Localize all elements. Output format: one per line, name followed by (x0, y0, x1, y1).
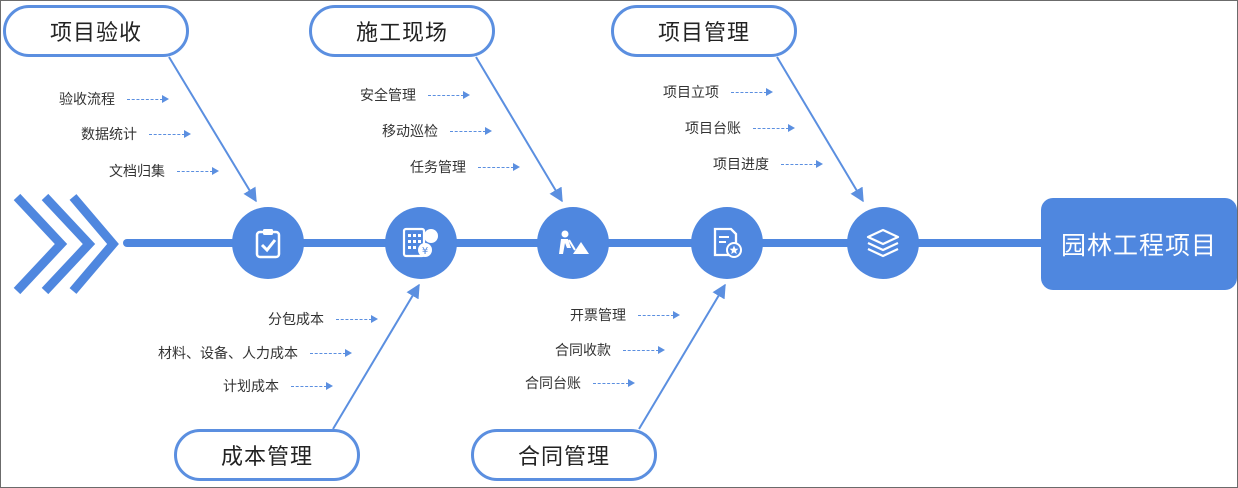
dashed-arrow-icon (781, 159, 823, 168)
item-label: 项目台账 (685, 121, 741, 137)
branch-cost (332, 283, 420, 430)
list-item: 文档归集 (109, 161, 219, 181)
category-project: 项目管理 (611, 5, 797, 57)
list-item: 合同台账 (525, 373, 635, 393)
node-project (847, 207, 919, 279)
node-acceptance (232, 207, 304, 279)
dashed-arrow-icon (593, 378, 635, 387)
category-site: 施工现场 (309, 5, 495, 57)
dashed-arrow-icon (638, 310, 680, 319)
list-item: 数据统计 (81, 124, 191, 144)
category-cost: 成本管理 (174, 429, 360, 481)
branch-contract (638, 283, 726, 430)
list-item: 任务管理 (410, 157, 520, 177)
list-item: 项目进度 (713, 154, 823, 174)
item-label: 合同台账 (525, 376, 581, 392)
item-label: 计划成本 (223, 379, 279, 395)
dashed-arrow-icon (127, 94, 169, 103)
dashed-arrow-icon (731, 87, 773, 96)
list-item: 分包成本 (268, 309, 378, 329)
item-label: 文档归集 (109, 164, 165, 180)
branch-project (776, 56, 864, 203)
list-item: 验收流程 (59, 89, 169, 109)
item-label: 移动巡检 (382, 124, 438, 140)
node-contract (691, 207, 763, 279)
dashed-arrow-icon (428, 90, 470, 99)
calculator-yen-icon: ¥ (402, 227, 438, 258)
item-label: 任务管理 (410, 160, 466, 176)
item-label: 数据统计 (81, 127, 137, 143)
layers-icon (866, 228, 900, 258)
dashed-arrow-icon (478, 162, 520, 171)
worker-mountain-icon (559, 230, 589, 254)
clipboard-check-icon (255, 229, 281, 259)
dashed-arrow-icon (291, 381, 333, 390)
dashed-arrow-icon (149, 129, 191, 138)
list-item: 材料、设备、人力成本 (158, 343, 352, 363)
item-label: 项目进度 (713, 157, 769, 173)
list-item: 安全管理 (360, 85, 470, 105)
list-item: 项目台账 (685, 118, 795, 138)
item-label: 材料、设备、人力成本 (158, 346, 298, 362)
chevron-head-icon (13, 193, 119, 295)
item-label: 项目立项 (663, 85, 719, 101)
list-item: 移动巡检 (382, 121, 492, 141)
item-label: 开票管理 (570, 308, 626, 324)
dashed-arrow-icon (336, 314, 378, 323)
goal-box: 园林工程项目 (1041, 198, 1237, 290)
item-label: 安全管理 (360, 88, 416, 104)
node-site (537, 207, 609, 279)
category-contract: 合同管理 (471, 429, 657, 481)
item-label: 分包成本 (268, 312, 324, 328)
item-label: 验收流程 (59, 92, 115, 108)
node-cost: ¥ (385, 207, 457, 279)
svg-text:¥: ¥ (422, 246, 428, 257)
list-item: 项目立项 (663, 82, 773, 102)
branch-site (475, 56, 563, 203)
document-star-icon (713, 227, 742, 258)
list-item: 开票管理 (570, 305, 680, 325)
dashed-arrow-icon (450, 126, 492, 135)
category-acceptance: 项目验收 (3, 5, 189, 57)
list-item: 计划成本 (223, 376, 333, 396)
item-label: 合同收款 (555, 343, 611, 359)
list-item: 合同收款 (555, 340, 665, 360)
branch-acceptance (168, 56, 257, 203)
dashed-arrow-icon (310, 348, 352, 357)
dashed-arrow-icon (177, 166, 219, 175)
dashed-arrow-icon (623, 345, 665, 354)
dashed-arrow-icon (753, 123, 795, 132)
